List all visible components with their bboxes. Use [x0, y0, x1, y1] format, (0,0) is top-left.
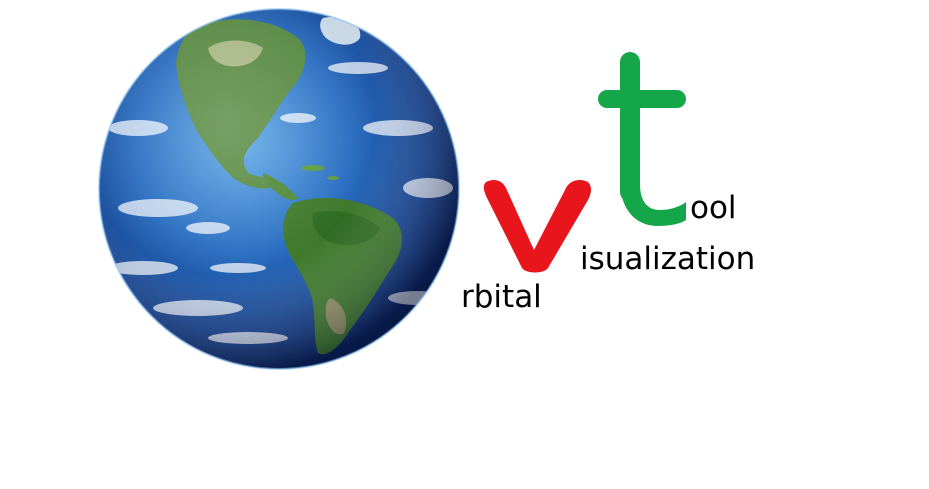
- letter-t: t: [596, 50, 688, 228]
- word-isualization: isualization: [580, 241, 756, 277]
- letter-v-shape: [483, 180, 591, 273]
- letter-t-shape: [598, 52, 686, 226]
- letter-v: v: [482, 176, 594, 276]
- earth-globe-icon: [98, 8, 460, 370]
- word-rbital: rbital: [461, 279, 542, 315]
- word-ool: ool: [690, 190, 737, 226]
